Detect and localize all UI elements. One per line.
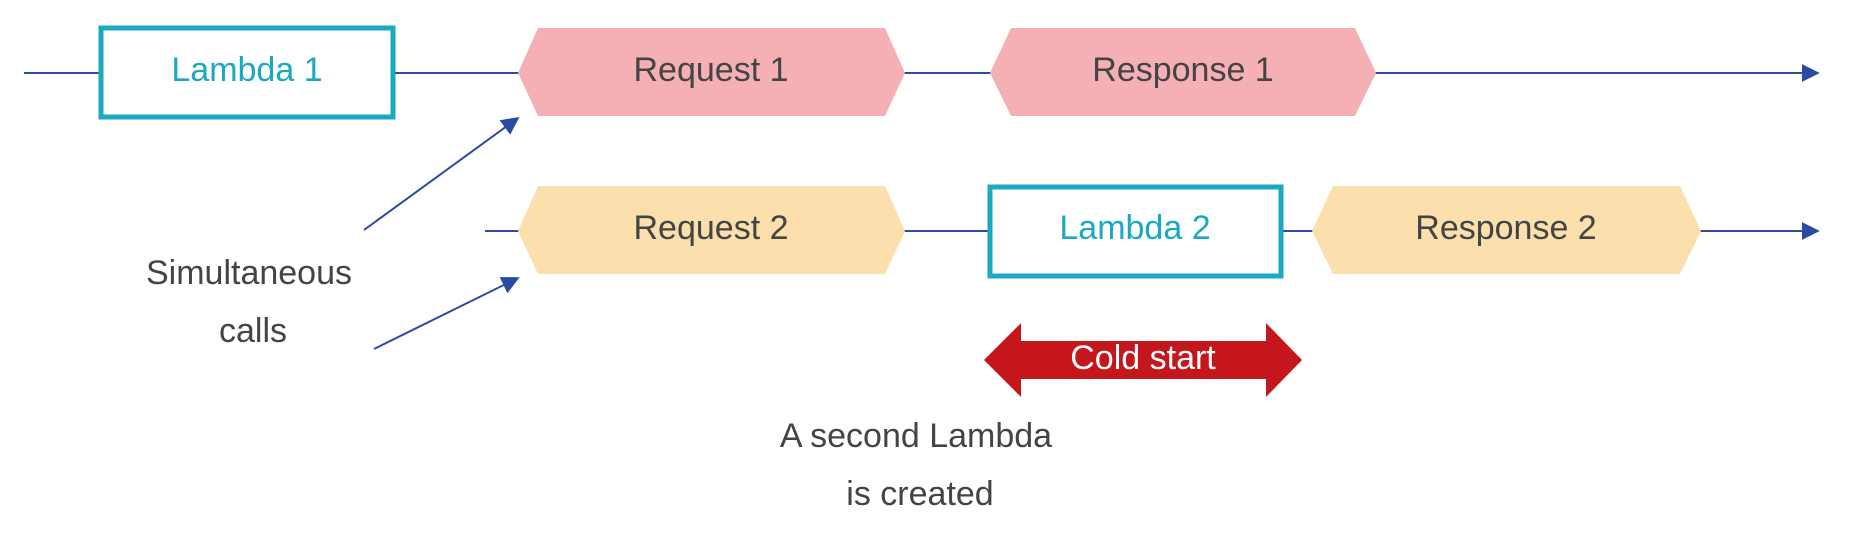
lambda-1-label: Lambda 1: [171, 51, 322, 89]
request-1-label: Request 1: [634, 51, 789, 89]
request-2-shape: [518, 186, 905, 274]
lambda-1-box: [98, 25, 396, 120]
simultaneous-arrow-upper: [363, 116, 520, 231]
simultaneous-calls-line-1: Simultaneous: [146, 254, 352, 292]
cold-start-arrow: [984, 323, 1302, 397]
request-1-shape: [518, 28, 905, 116]
lambda-2-box: [987, 184, 1284, 279]
lambda-2-label: Lambda 2: [1059, 209, 1210, 247]
response-2-label: Response 2: [1415, 209, 1596, 247]
response-1-label: Response 1: [1092, 51, 1273, 89]
simultaneous-arrow-lower: [373, 277, 520, 350]
response-1-shape: [990, 28, 1376, 116]
response-2-shape: [1312, 186, 1701, 274]
request-2-label: Request 2: [634, 209, 789, 247]
simultaneous-calls-line-2: calls: [219, 312, 287, 350]
second-lambda-caption-line-1: A second Lambda: [780, 417, 1052, 455]
second-lambda-caption-line-2: is created: [846, 475, 993, 513]
cold-start-label: Cold start: [1070, 339, 1216, 377]
